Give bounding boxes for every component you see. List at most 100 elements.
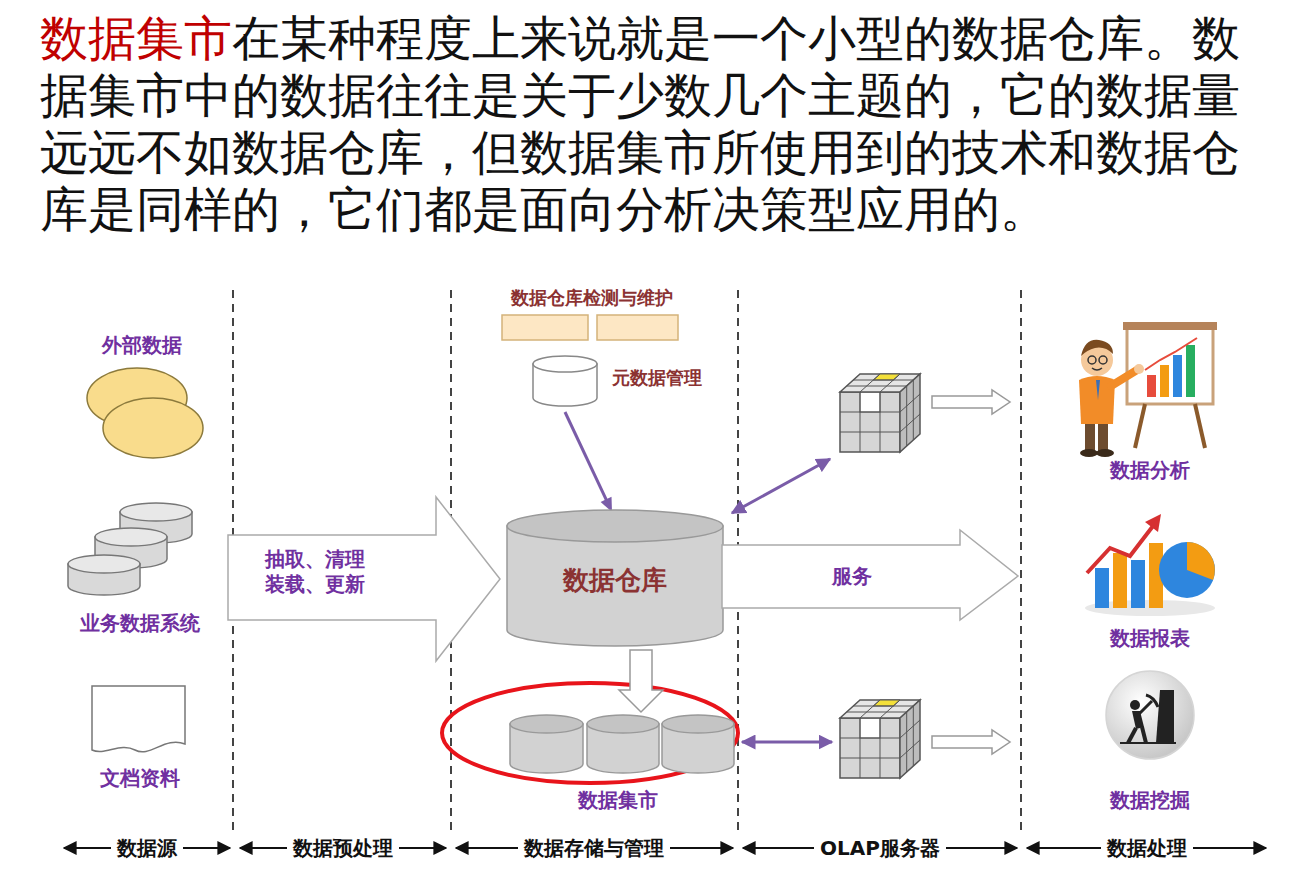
- text-holder: 数据仓库检测与维护: [511, 287, 673, 310]
- maintenance-group: 数据仓库检测与维护: [495, 282, 690, 344]
- output-icon-shape-part: [1106, 671, 1194, 759]
- olap-cube: [840, 700, 920, 778]
- stage-label: 数据预处理: [287, 836, 399, 861]
- text-holder: 业务数据系统: [80, 611, 200, 636]
- output-icon-shape-part: [1120, 742, 1176, 744]
- node-label: 数据仓库: [563, 564, 667, 597]
- datamart-group: 数据集市: [505, 708, 735, 818]
- output-icon-shape-part: [1173, 355, 1182, 397]
- stage-label: 数据源: [111, 836, 183, 861]
- source-group: 业务数据系统: [60, 495, 220, 640]
- source-group: 文档资料: [80, 678, 200, 793]
- node-label: 数据仓库检测与维护: [511, 287, 673, 310]
- text-holder: 文档资料: [100, 766, 180, 791]
- output-icon-shape-part: [1156, 690, 1174, 743]
- hollow-arrow-part: [932, 730, 1010, 754]
- text-holder: 外部数据: [102, 333, 182, 358]
- datamart-group-shape-part: [662, 715, 734, 733]
- process-arrow-shape-part: [228, 497, 500, 661]
- text-holder: 元数据管理: [612, 367, 702, 390]
- output-icon-shape-part: [1142, 727, 1146, 743]
- output-icon-shape-part: [1092, 368, 1102, 370]
- source-group-shape-part: [103, 398, 203, 458]
- node-label: 业务数据系统: [80, 611, 200, 636]
- text-holder: 服务: [832, 564, 872, 589]
- metadata-cylinder-shape-part: [533, 356, 597, 372]
- olap-link-part: [732, 459, 830, 513]
- stage-divider-part: [1020, 290, 1022, 830]
- output-icon-shape-part: [1080, 449, 1098, 457]
- output-icon-shape-part: [1195, 404, 1205, 448]
- output-icon-shape-part: [1099, 356, 1107, 364]
- service-arrow-shape-part: [722, 530, 1018, 620]
- text-holder: 数据挖掘: [1110, 788, 1190, 813]
- output-icon-shape-part: [1131, 560, 1145, 608]
- output-icon-shape-part: [1146, 695, 1158, 707]
- node-label: 数据报表: [1110, 626, 1190, 651]
- output-icon: 数据挖掘: [1090, 665, 1210, 815]
- text-holder: 数据分析: [1110, 458, 1190, 483]
- output-icon-shape-part: [1160, 365, 1169, 397]
- output-icon: 数据报表: [1075, 508, 1225, 653]
- datamart-group-shape-part: [587, 715, 659, 733]
- text-holder: 数据报表: [1110, 626, 1190, 651]
- output-icon-shape-part: [1096, 449, 1114, 457]
- source-group-shape-part: [68, 555, 140, 573]
- maintenance-group-shape-part: [502, 315, 588, 340]
- stage-label: OLAP服务器: [814, 836, 946, 861]
- text-holder: 数据预处理: [287, 836, 399, 861]
- output-icon-shape-part: [1111, 370, 1137, 386]
- stage-label: 数据处理: [1101, 836, 1193, 861]
- node-label: 文档资料: [100, 766, 180, 791]
- output-icon-shape-part: [1186, 345, 1195, 397]
- olap-cube: [840, 374, 920, 452]
- metadata-cylinder: 元数据管理: [530, 352, 730, 410]
- node-label: 元数据管理: [612, 367, 702, 390]
- text-holder: OLAP服务器: [814, 836, 946, 861]
- output-icon-shape-part: [1127, 326, 1213, 404]
- node-label: 数据分析: [1110, 458, 1190, 483]
- olap-link-part: [742, 741, 832, 744]
- maintenance-group-shape-part: [597, 315, 678, 340]
- node-label: 外部数据: [102, 333, 182, 358]
- text-holder: 数据集市: [578, 788, 658, 813]
- output-icon-shape-part: [1081, 340, 1113, 356]
- output-icon-shape-part: [1130, 700, 1140, 710]
- output-icon-shape-part: [1135, 404, 1145, 448]
- warehouse-cylinder: 数据仓库: [505, 508, 725, 648]
- stage-label: 数据存储与管理: [518, 836, 670, 861]
- text-holder: 数据存储与管理: [518, 836, 670, 861]
- source-group-shape-part: [95, 528, 167, 546]
- text-holder: 数据仓库: [563, 564, 667, 597]
- text-holder: 抽取、清理 装载、更新: [265, 547, 377, 597]
- output-icon-shape-part: [1095, 568, 1109, 608]
- hollow-connector: [619, 650, 663, 712]
- hollow-connector: [619, 650, 663, 712]
- output-icon-shape-part: [1085, 420, 1095, 452]
- output-icon-shape-part: [1159, 542, 1215, 598]
- output-icon-shape-part: [1123, 322, 1217, 330]
- service-arrow: 服务: [722, 528, 1020, 622]
- datamart-group-shape-part: [510, 715, 583, 733]
- process-arrow: 抽取、清理 装载、更新: [228, 495, 503, 663]
- output-icon-shape-part: [1096, 380, 1100, 400]
- output-icon-shape-part: [1134, 364, 1144, 374]
- highlight-ring: [442, 683, 738, 783]
- output-icon-shape-part: [1147, 375, 1156, 397]
- node-label: 数据挖掘: [1110, 788, 1190, 813]
- stage-divider: [233, 290, 1021, 830]
- output-icon-shape-part: [1113, 553, 1127, 608]
- source-group: 外部数据: [80, 330, 205, 465]
- node-label: 服务: [832, 564, 872, 589]
- connector-line: [565, 412, 607, 501]
- output-icon-shape-part: [1128, 728, 1136, 743]
- highlight-term: 数据集市: [40, 10, 232, 66]
- source-group-shape-part: [92, 686, 185, 752]
- output-icon-shape-part: [1138, 701, 1152, 715]
- warehouse-cylinder-shape-part: [507, 526, 723, 646]
- intro-paragraph: 数据集市在某种程度上来说就是一个小型的数据仓库。数据集市中的数据往往是关于少数几…: [40, 10, 1262, 238]
- output-icon-shape-part: [1145, 514, 1161, 532]
- output-icon-shape-part: [1187, 542, 1215, 580]
- node-label: 抽取、清理 装载、更新: [265, 547, 377, 597]
- connector-arrow: [565, 412, 612, 512]
